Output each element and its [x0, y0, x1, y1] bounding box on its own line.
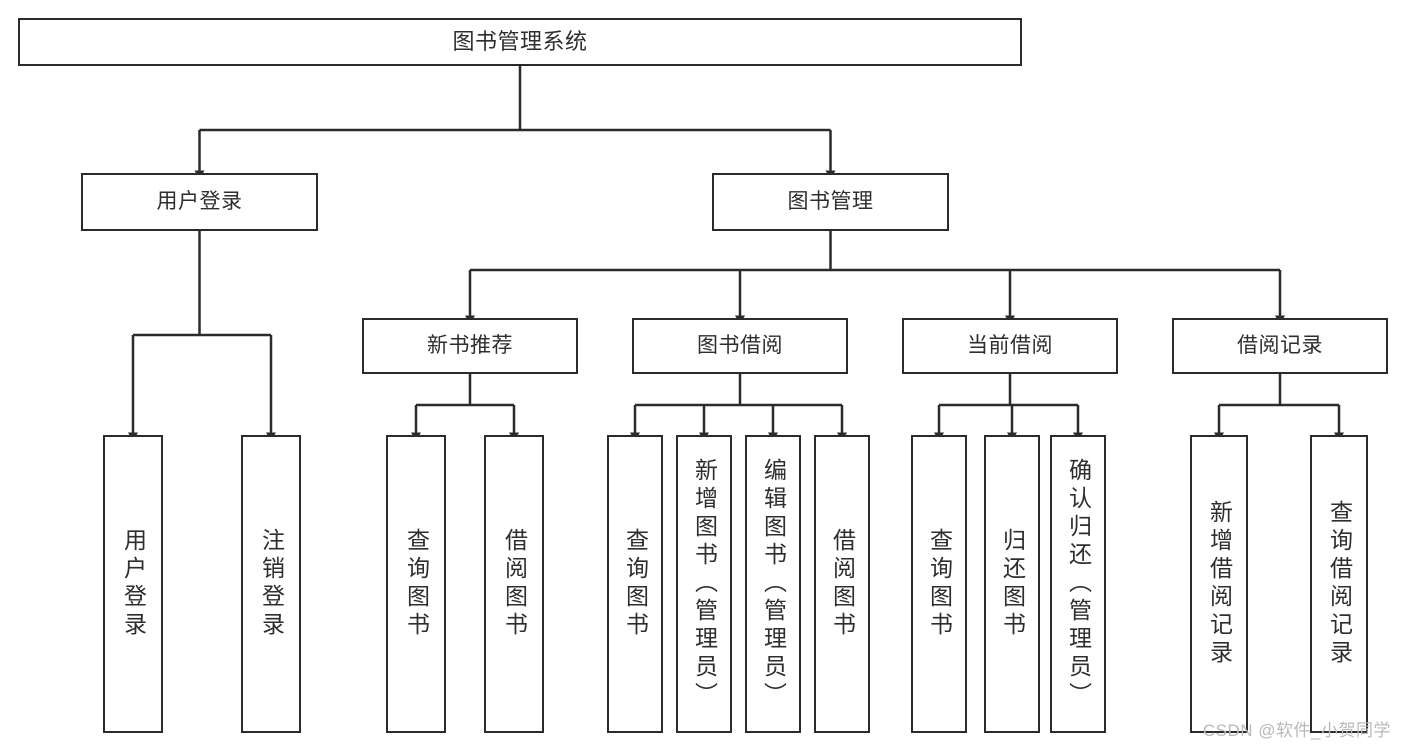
node-label: 编辑图书（管理员） — [760, 458, 787, 710]
node-label: 确认归还（管理员） — [1065, 458, 1092, 710]
node-leaf-rc-add: 新增借阅记录 — [1190, 435, 1248, 733]
node-label: 借阅图书 — [501, 528, 528, 640]
node-label: 用户登录 — [120, 528, 147, 640]
node-label: 查询借阅记录 — [1326, 500, 1353, 668]
node-login: 用户登录 — [81, 173, 318, 231]
node-label: 借阅图书 — [829, 528, 856, 640]
node-leaf-nb-borrow: 借阅图书 — [484, 435, 544, 733]
node-label: 图书管理 — [787, 189, 874, 213]
node-leaf-bw-query: 查询图书 — [607, 435, 663, 733]
node-label: 新增图书（管理员） — [691, 458, 718, 710]
node-label: 借阅记录 — [1237, 333, 1323, 357]
node-leaf-cu-query: 查询图书 — [911, 435, 967, 733]
node-label: 图书借阅 — [697, 333, 783, 357]
node-borrow: 图书借阅 — [632, 318, 848, 374]
node-label: 归还图书 — [999, 528, 1026, 640]
node-root: 图书管理系统 — [18, 18, 1022, 66]
node-bookmgmt: 图书管理 — [712, 173, 949, 231]
node-current: 当前借阅 — [902, 318, 1118, 374]
node-leaf-cu-return: 归还图书 — [984, 435, 1040, 733]
node-label: 用户登录 — [156, 189, 243, 213]
node-label: 查询图书 — [926, 528, 953, 640]
node-label: 查询图书 — [403, 528, 430, 640]
node-label: 当前借阅 — [967, 333, 1053, 357]
node-leaf-rc-query: 查询借阅记录 — [1310, 435, 1368, 733]
watermark-text: CSDN @软件_小贺同学 — [1202, 721, 1391, 740]
node-label: 新增借阅记录 — [1206, 500, 1233, 668]
node-leaf-user-login: 用户登录 — [103, 435, 163, 733]
node-leaf-bw-edit: 编辑图书（管理员） — [745, 435, 801, 733]
node-leaf-user-logout: 注销登录 — [241, 435, 301, 733]
node-record: 借阅记录 — [1172, 318, 1388, 374]
node-leaf-bw-add: 新增图书（管理员） — [676, 435, 732, 733]
node-label: 查询图书 — [622, 528, 649, 640]
node-leaf-bw-borrow: 借阅图书 — [814, 435, 870, 733]
node-leaf-nb-query: 查询图书 — [386, 435, 446, 733]
node-leaf-cu-confirm: 确认归还（管理员） — [1050, 435, 1106, 733]
node-newbook: 新书推荐 — [362, 318, 578, 374]
node-label: 图书管理系统 — [452, 29, 588, 55]
node-label: 注销登录 — [258, 528, 285, 640]
node-label: 新书推荐 — [427, 333, 513, 357]
